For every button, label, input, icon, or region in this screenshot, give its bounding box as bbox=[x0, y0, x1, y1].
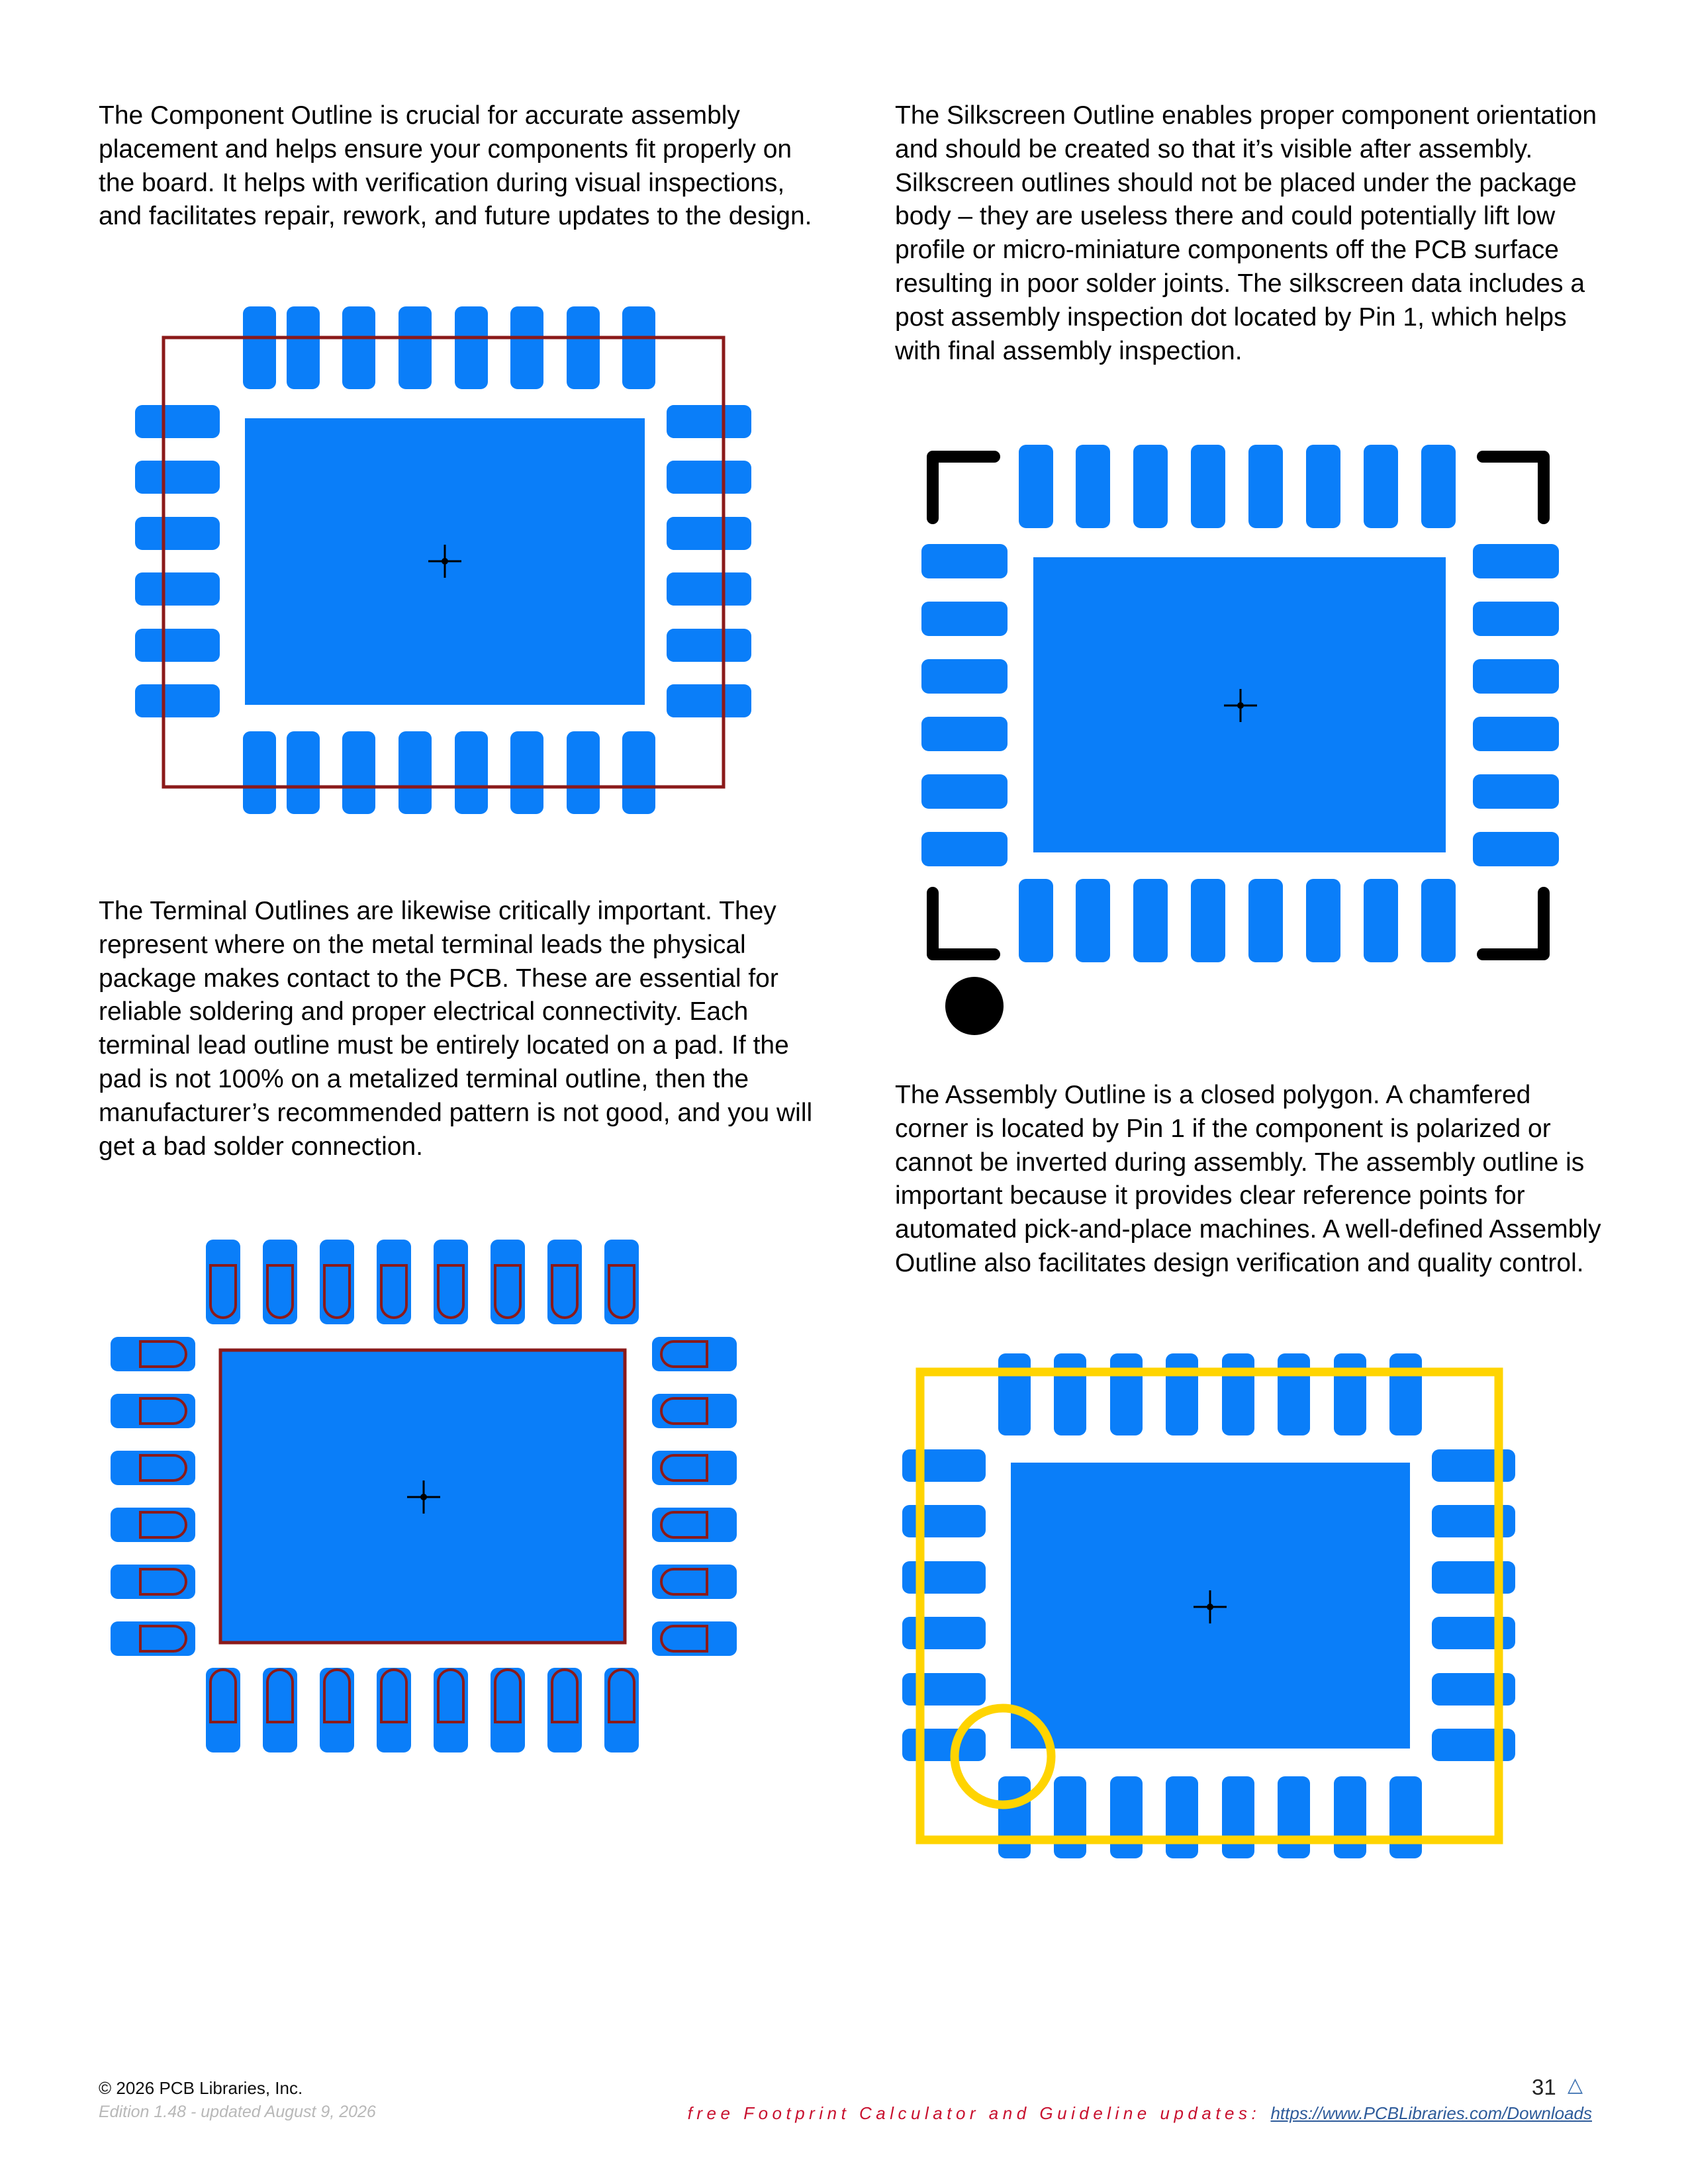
silkscreen-outline-paragraph: The Silkscreen Outline enables proper co… bbox=[895, 101, 1597, 365]
terminal-lead-outlines bbox=[139, 1264, 708, 1723]
centroid-crosshair-icon bbox=[1194, 1590, 1227, 1623]
centroid-crosshair-icon bbox=[407, 1480, 440, 1514]
footer-copyright: © 2026 PCB Libraries, Inc. bbox=[99, 2078, 303, 2098]
assembly-outline-figure bbox=[902, 1353, 1515, 1858]
footer-edition: Edition 1.48 - updated August 9, 2026 bbox=[99, 2103, 376, 2121]
page-number: 31 bbox=[1532, 2075, 1556, 2099]
footer-promo: free Footprint Calculator and Guideline … bbox=[688, 2103, 1592, 2124]
triangle-up-icon[interactable]: △ bbox=[1568, 2074, 1583, 2096]
component-outline-figure bbox=[135, 306, 751, 814]
silkscreen-outline-figure bbox=[921, 445, 1559, 1035]
centroid-crosshair-icon bbox=[428, 545, 461, 578]
silkscreen-corner-marks bbox=[927, 451, 1550, 960]
terminal-outlines-figure bbox=[111, 1240, 737, 1752]
pad-group bbox=[111, 1240, 737, 1752]
component-outline-paragraph: The Component Outline is crucial for acc… bbox=[99, 101, 812, 231]
footer-promo-text: free Footprint Calculator and Guideline … bbox=[687, 2103, 1261, 2123]
assembly-outline-paragraph: The Assembly Outline is a closed polygon… bbox=[895, 1081, 1601, 1277]
centroid-crosshair-icon bbox=[1224, 689, 1257, 722]
pad-group bbox=[135, 306, 751, 814]
pin1-chamfer-marker bbox=[950, 1704, 1056, 1809]
pin1-inspection-dot bbox=[945, 977, 1004, 1035]
assembly-outline bbox=[915, 1367, 1503, 1844]
pad-group bbox=[921, 445, 1559, 962]
component-outline bbox=[162, 336, 726, 789]
footer-downloads-link[interactable]: https://www.PCBLibraries.com/Downloads bbox=[1270, 2103, 1592, 2123]
terminal-outlines-paragraph: The Terminal Outlines are likewise criti… bbox=[99, 897, 813, 1161]
pad-group bbox=[902, 1353, 1515, 1858]
